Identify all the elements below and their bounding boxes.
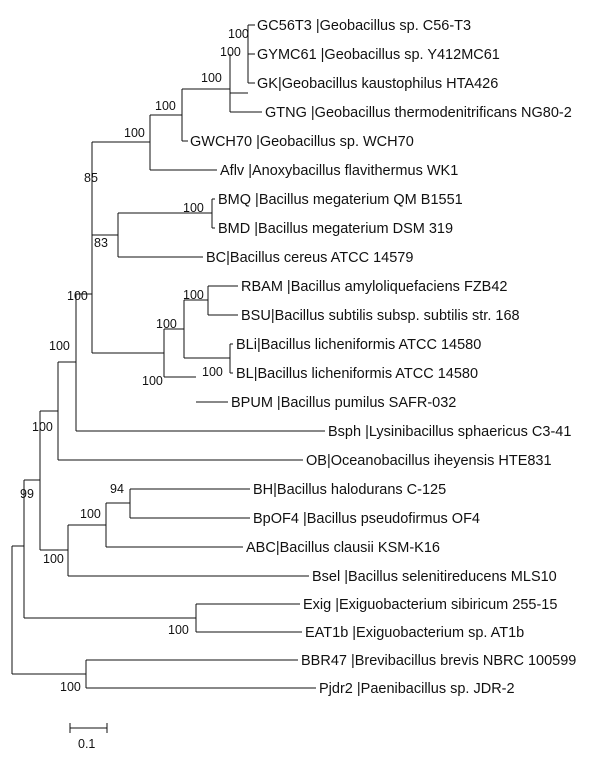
leaf-label: GK|Geobacillus kaustophilus HTA426	[257, 76, 498, 92]
bootstrap-value: 100	[67, 289, 88, 303]
bootstrap-value: 100	[220, 45, 241, 59]
bootstrap-value: 100	[43, 552, 64, 566]
bootstrap-value: 99	[20, 487, 34, 501]
bootstrap-value: 100	[124, 126, 145, 140]
bootstrap-value: 100	[49, 339, 70, 353]
leaf-label: GC56T3 |Geobacillus sp. C56-T3	[257, 18, 471, 34]
leaf-label: BLi|Bacillus licheniformis ATCC 14580	[236, 337, 481, 353]
leaf-label: BPUM |Bacillus pumilus SAFR-032	[231, 395, 456, 411]
leaf-label: BMD |Bacillus megaterium DSM 319	[218, 221, 453, 237]
scale-bar-label: 0.1	[78, 737, 95, 751]
leaf-label: BH|Bacillus halodurans C-125	[253, 482, 446, 498]
leaf-label: Exig |Exiguobacterium sibiricum 255-15	[303, 597, 557, 613]
bootstrap-value: 85	[84, 171, 98, 185]
bootstrap-value: 100	[142, 374, 163, 388]
leaf-label: Aflv |Anoxybacillus flavithermus WK1	[220, 163, 458, 179]
leaf-label: GTNG |Geobacillus thermodenitrificans NG…	[265, 105, 572, 121]
bootstrap-value: 100	[168, 623, 189, 637]
bootstrap-values: 100 100 100 100 100 85 100 83 100 100 10…	[20, 27, 249, 694]
leaf-label: Pjdr2 |Paenibacillus sp. JDR-2	[319, 681, 515, 697]
leaf-label: Bsel |Bacillus selenitireducens MLS10	[312, 569, 557, 585]
leaf-label: BC|Bacillus cereus ATCC 14579	[206, 250, 413, 266]
leaf-label: EAT1b |Exiguobacterium sp. AT1b	[305, 625, 524, 641]
bootstrap-value: 100	[183, 288, 204, 302]
leaf-label: GYMC61 |Geobacillus sp. Y412MC61	[257, 47, 500, 63]
bootstrap-value: 100	[183, 201, 204, 215]
leaf-label: ABC|Bacillus clausii KSM-K16	[246, 540, 440, 556]
bootstrap-value: 100	[201, 71, 222, 85]
leaf-label: OB|Oceanobacillus iheyensis HTE831	[306, 453, 552, 469]
leaf-label: GWCH70 |Geobacillus sp. WCH70	[190, 134, 414, 150]
bootstrap-value: 100	[156, 317, 177, 331]
leaf-labels: GC56T3 |Geobacillus sp. C56-T3 GYMC61 |G…	[190, 18, 576, 697]
bootstrap-value: 100	[60, 680, 81, 694]
bootstrap-value: 100	[228, 27, 249, 41]
leaf-label: Bsph |Lysinibacillus sphaericus C3-41	[328, 424, 571, 440]
bootstrap-value: 100	[32, 420, 53, 434]
leaf-label: RBAM |Bacillus amyloliquefaciens FZB42	[241, 279, 507, 295]
leaf-label: BMQ |Bacillus megaterium QM B1551	[218, 192, 463, 208]
leaf-label: BSU|Bacillus subtilis subsp. subtilis st…	[241, 308, 520, 324]
leaf-label: BpOF4 |Bacillus pseudofirmus OF4	[253, 511, 480, 527]
scale-bar: 0.1	[69, 723, 108, 751]
leaf-label: BL|Bacillus licheniformis ATCC 14580	[236, 366, 478, 382]
leaf-label: BBR47 |Brevibacillus brevis NBRC 100599	[301, 653, 576, 669]
bootstrap-value: 94	[110, 482, 124, 496]
bootstrap-value: 83	[94, 236, 108, 250]
bootstrap-value: 100	[155, 99, 176, 113]
tree-branches	[11, 24, 325, 689]
bootstrap-value: 100	[202, 365, 223, 379]
bootstrap-value: 100	[80, 507, 101, 521]
